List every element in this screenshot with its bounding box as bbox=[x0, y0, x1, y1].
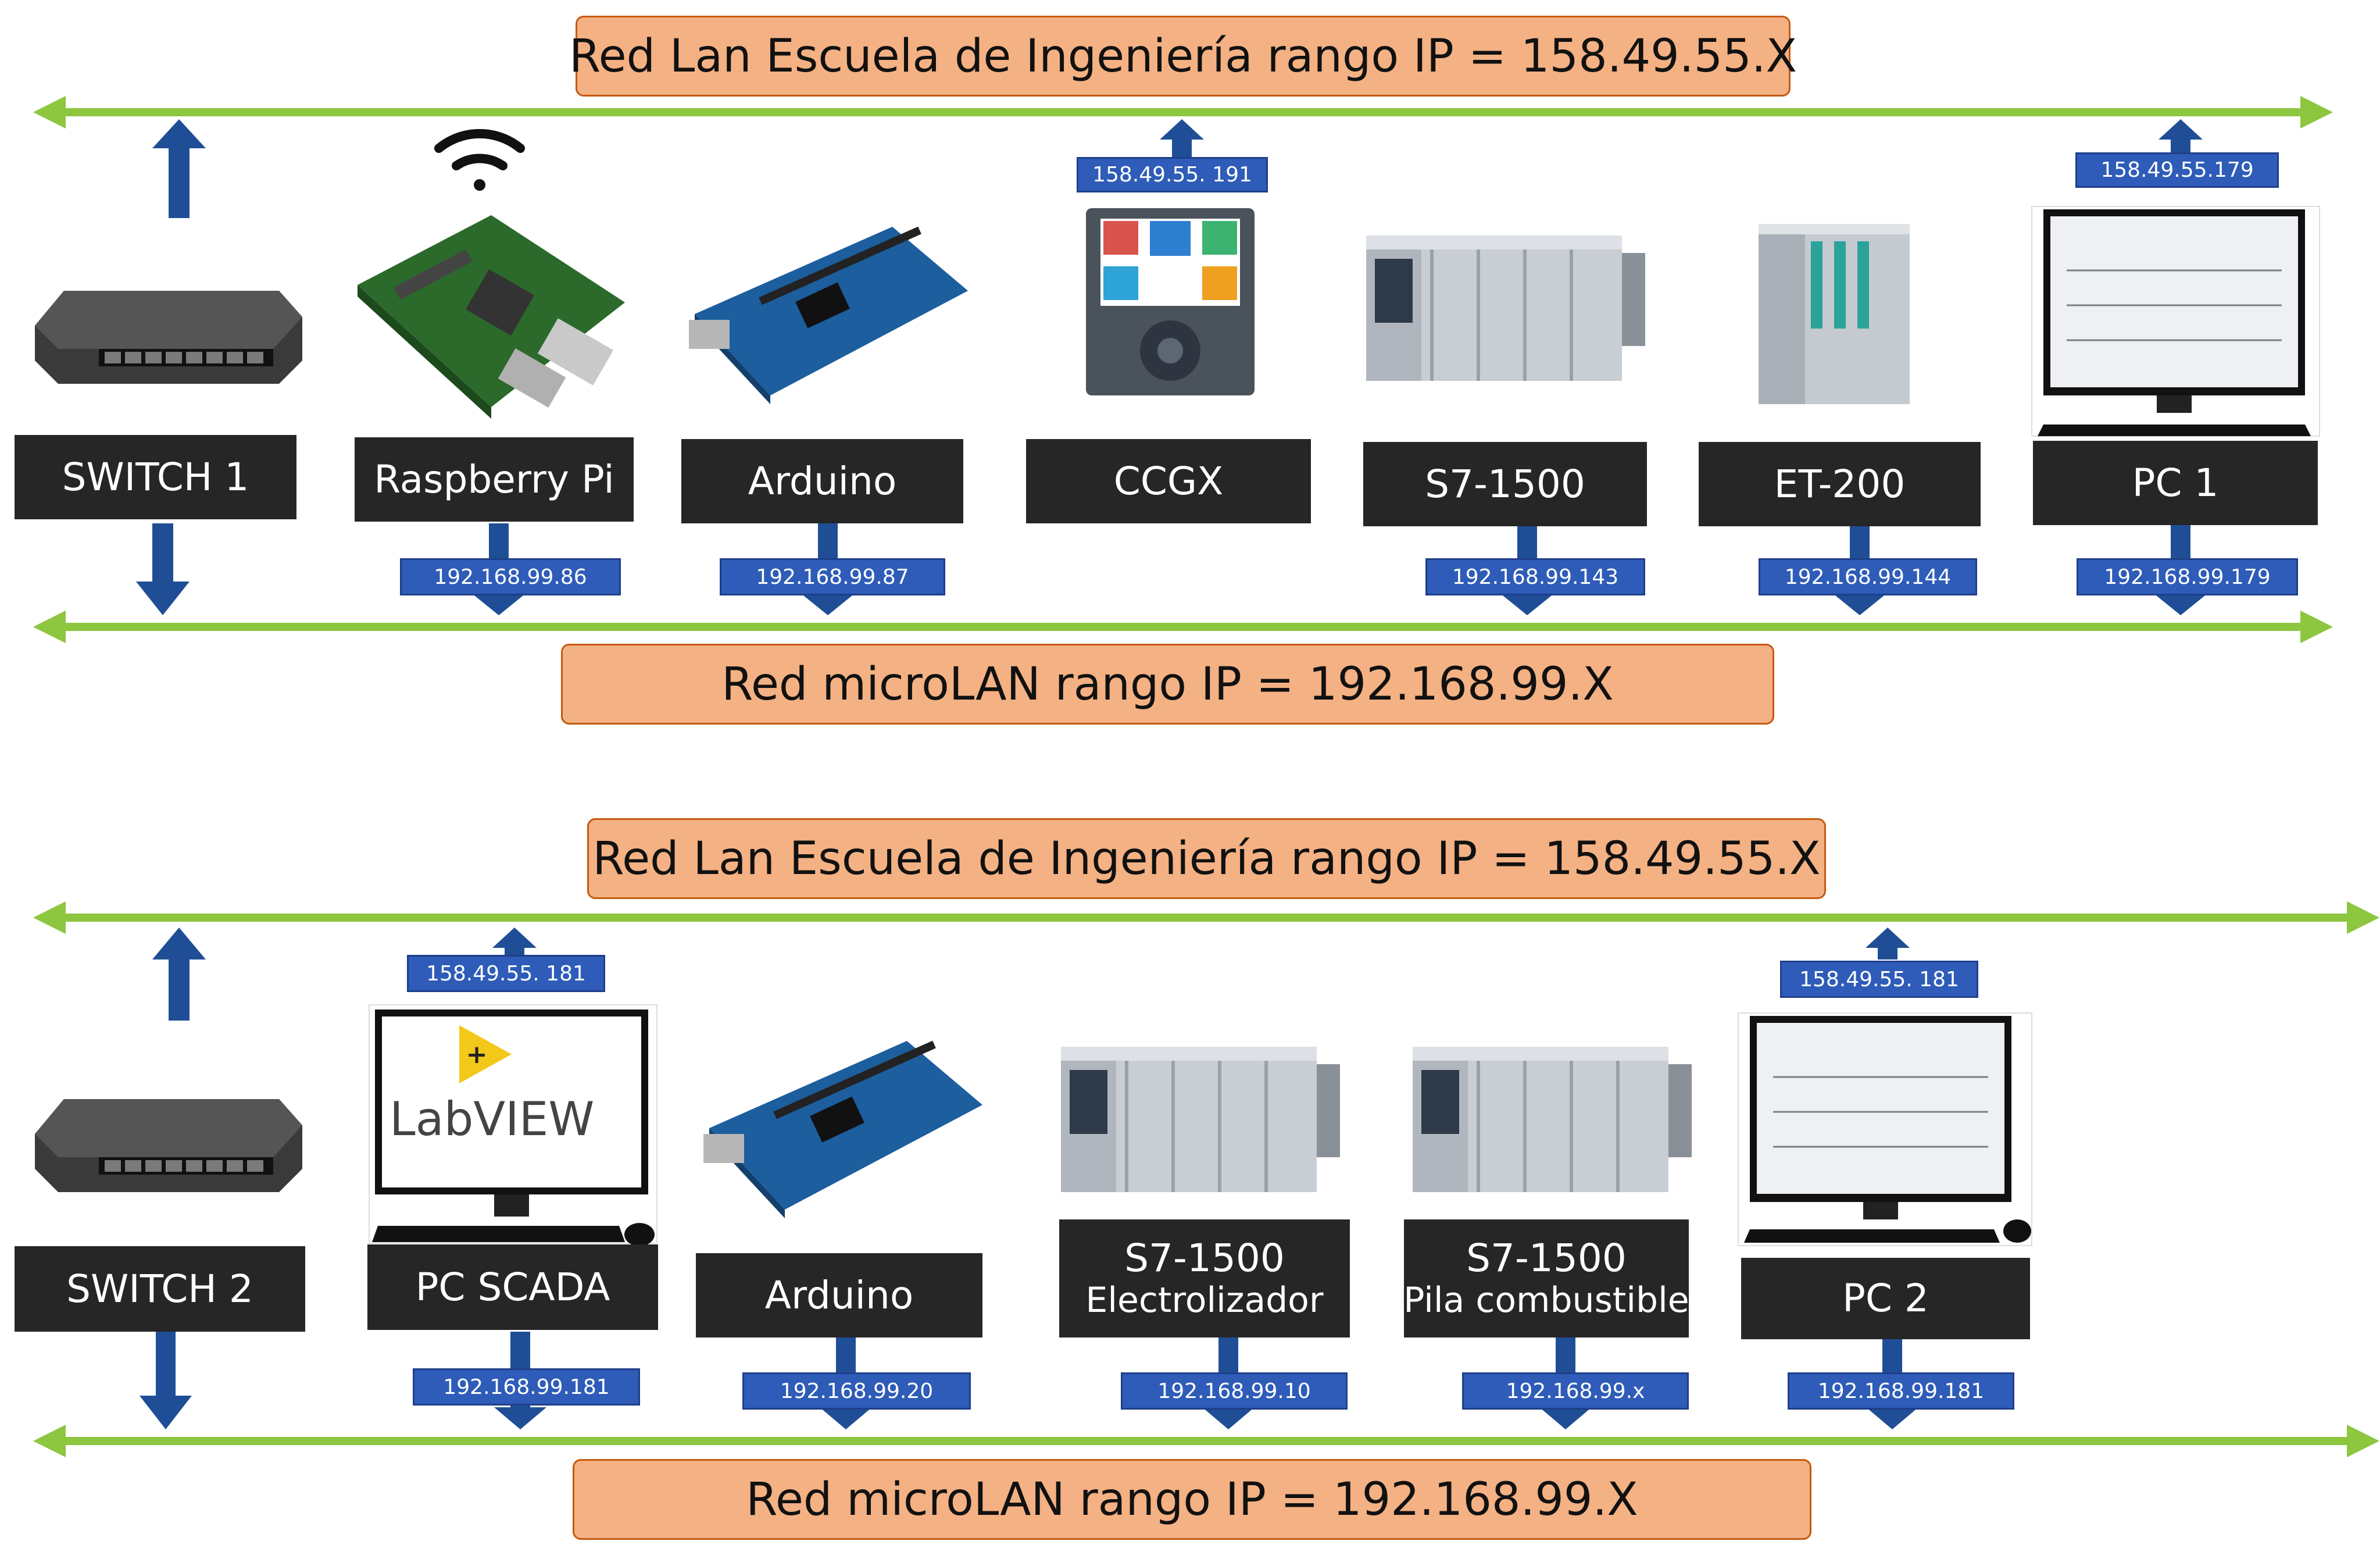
top-microlan-network-label: Red microLAN rango IP = 192.168.99.X bbox=[561, 644, 1774, 725]
ccgx-panel-icon bbox=[1086, 208, 1255, 395]
bottom-lan-network-label: Red Lan Escuela de Ingeniería rango IP =… bbox=[587, 818, 1826, 899]
ip-lan-pc-1: 158.49.55.179 bbox=[2075, 152, 2279, 188]
device-label-arduino: Arduino bbox=[681, 439, 963, 523]
arduino-mega-board-icon bbox=[703, 1040, 982, 1218]
labview-pc-icon: + bbox=[369, 1004, 657, 1246]
ip-micro-s7-1500: 192.168.99.143 bbox=[1425, 558, 1645, 595]
raspberry-pi-board-icon bbox=[358, 215, 625, 419]
plc-rack-icon bbox=[1061, 1047, 1340, 1192]
top-lan-network-label: Red Lan Escuela de Ingeniería rango IP =… bbox=[569, 16, 1797, 97]
svg-text:+: + bbox=[466, 1040, 488, 1069]
plc-rack-icon bbox=[1366, 236, 1645, 381]
ip-lan-pc-2: 158.49.55. 181 bbox=[1780, 961, 1978, 998]
arduino-mega-board-icon bbox=[689, 226, 968, 404]
network-switch-icon bbox=[35, 1099, 302, 1192]
device-label-ccgx: CCGX bbox=[1026, 439, 1311, 523]
arrow-up-icon bbox=[1866, 928, 1910, 960]
desktop-pc-icon bbox=[2031, 206, 2320, 437]
ip-micro-pc-2: 192.168.99.181 bbox=[1788, 1372, 2014, 1410]
ip-micro-s7-1500-pila-combustible: 192.168.99.x bbox=[1462, 1372, 1689, 1410]
device-label-et-200: ET-200 bbox=[1699, 442, 1981, 526]
network-switch-icon bbox=[35, 291, 302, 384]
wifi-icon bbox=[434, 129, 525, 191]
ip-micro-pc-scada: 192.168.99.181 bbox=[413, 1368, 640, 1406]
device-label-raspberry-pi: Raspberry Pi bbox=[355, 437, 634, 522]
device-label-pc-2: PC 2 bbox=[1741, 1258, 2030, 1339]
arrow-down-icon bbox=[136, 523, 190, 615]
ip-micro-arduino: 192.168.99.87 bbox=[720, 558, 945, 595]
ip-micro-pc-1: 192.168.99.179 bbox=[2077, 558, 2298, 595]
ip-micro-s7-1500-electrolizador: 192.168.99.10 bbox=[1121, 1372, 1348, 1410]
desktop-pc-icon bbox=[1738, 1012, 2032, 1246]
labview-screen-text: LabVIEW bbox=[389, 1092, 595, 1146]
device-label-switch-1: SWITCH 1 bbox=[15, 435, 296, 519]
device-label-s7-1500: S7-1500 bbox=[1363, 442, 1647, 526]
device-label-switch-2: SWITCH 2 bbox=[15, 1246, 305, 1332]
ip-lan-ccgx: 158.49.55. 191 bbox=[1077, 157, 1268, 192]
arrow-up-icon bbox=[2159, 119, 2203, 152]
bottom-microlan-network-label: Red microLAN rango IP = 192.168.99.X bbox=[573, 1459, 1811, 1540]
device-label-pc-scada: PC SCADA bbox=[367, 1244, 658, 1330]
arrow-up-icon bbox=[492, 928, 537, 955]
ip-lan-pc-scada: 158.49.55. 181 bbox=[407, 955, 605, 992]
arrow-up-icon bbox=[1160, 119, 1204, 157]
arrow-down-icon bbox=[140, 1332, 192, 1429]
ip-micro-arduino: 192.168.99.20 bbox=[742, 1372, 971, 1410]
plc-rack-icon bbox=[1413, 1047, 1692, 1192]
arrow-up-icon bbox=[152, 928, 206, 1021]
arrow-up-icon bbox=[152, 119, 206, 218]
io-module-icon bbox=[1759, 224, 1910, 404]
device-label-arduino: Arduino bbox=[696, 1253, 982, 1337]
ip-micro-et-200: 192.168.99.144 bbox=[1759, 558, 1977, 595]
device-label-pc-1: PC 1 bbox=[2033, 441, 2318, 525]
ip-micro-raspberry-pi: 192.168.99.86 bbox=[400, 558, 621, 595]
